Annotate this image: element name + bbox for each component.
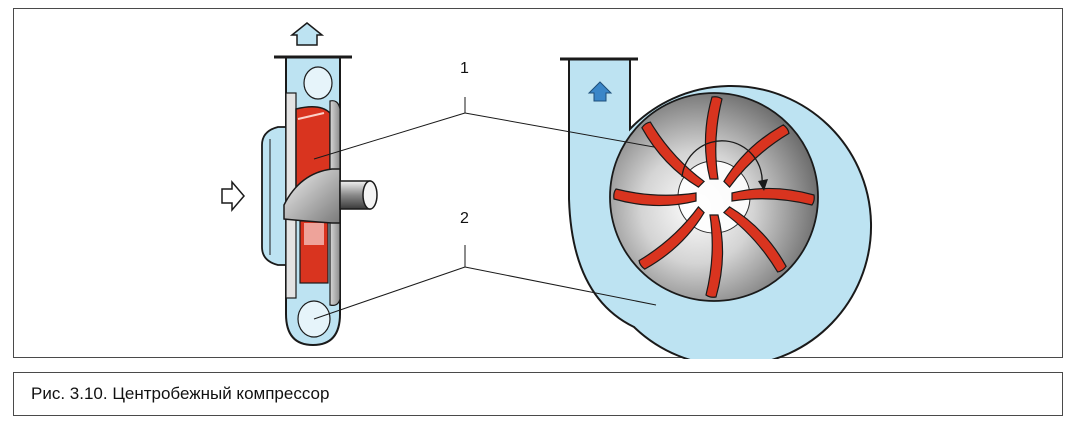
impeller-blade: [731, 187, 815, 206]
side-section-view: [221, 22, 378, 347]
air-inlet-arrow-icon: [221, 179, 245, 213]
compressor-diagram: 1 2: [221, 22, 872, 359]
inlet-shroud: [261, 126, 287, 266]
rotation-arrow-icon: [681, 140, 763, 186]
air-outlet-arrow-icon: [289, 22, 325, 46]
impeller-blades: [613, 96, 815, 298]
front-outlet-arrow-icon: [587, 81, 613, 102]
callout-lines: [313, 97, 657, 320]
impeller-blade: [704, 96, 723, 180]
impeller-blade: [722, 206, 787, 273]
caption-frame: Рис. 3.10. Центробежный компрессор: [13, 372, 1063, 416]
callout-label-1: 1: [460, 60, 469, 77]
impeller-blade: [705, 214, 724, 298]
front-view: [560, 57, 872, 359]
impeller-blade: [638, 205, 705, 270]
impeller-blade: [613, 188, 697, 207]
figure-frame: 1 2: [13, 8, 1063, 359]
callout-label-2: 2: [460, 210, 469, 227]
figure-caption: Рис. 3.10. Центробежный компрессор: [31, 384, 330, 403]
impeller-blade: [641, 121, 706, 188]
